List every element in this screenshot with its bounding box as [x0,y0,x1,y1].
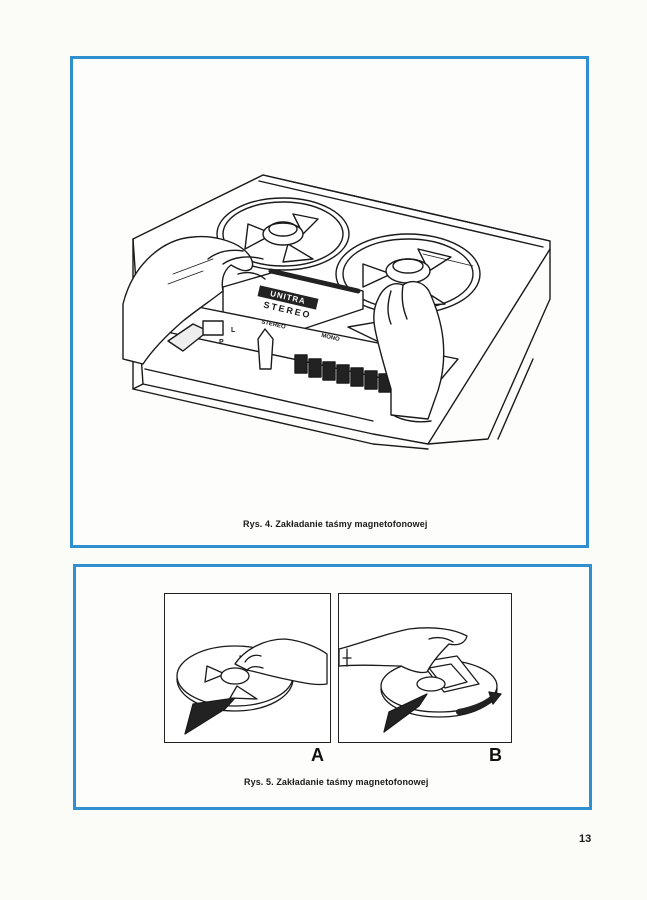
figure-4-frame: UNITRA STEREO STEREO MONO L P Rys. 4. Za… [70,56,589,548]
right-hand-illustration [373,280,445,423]
figure-5-frame: A B Rys. 5. Zakładanie taśmy magnetofono… [73,564,592,810]
panel-a [164,593,331,743]
page-number: 13 [579,833,592,845]
left-hand-illustration [122,235,266,365]
tape-recorder-illustration [122,174,551,450]
left-reel-icon [216,197,350,271]
reel-threading-b-illustration [339,627,502,733]
figure-5-caption: Rys. 5. Zakładanie taśmy magnetofonowej [244,777,429,787]
transport-keys [294,354,392,393]
panel-b [338,593,512,743]
channel-right-label: P [219,339,224,346]
reel-threading-a-illustration [176,638,328,735]
panel-b-label: B [489,745,502,765]
channel-left-label: L [231,327,236,334]
figure-4-caption: Rys. 4. Zakładanie taśmy magnetofonowej [243,519,428,529]
panel-a-label: A [311,745,324,765]
